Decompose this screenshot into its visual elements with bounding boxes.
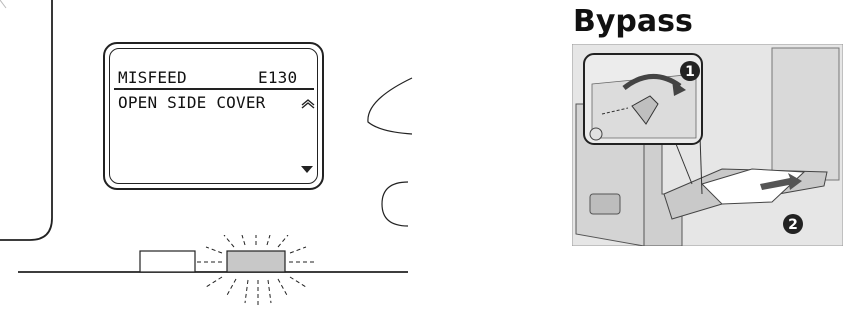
lcd-error-code: E130 (258, 68, 298, 87)
bypass-title: Bypass (573, 4, 693, 39)
lcd-instruction-text: OPEN SIDE COVER (118, 93, 266, 112)
triangle-down-icon[interactable] (300, 165, 314, 174)
lcd-display-bezel (103, 42, 324, 190)
unlit-indicator-button (139, 250, 196, 273)
indicator-glow-rays (205, 235, 316, 305)
insert-arrow (760, 173, 802, 190)
lever (631, 95, 659, 125)
lcd-divider (114, 88, 314, 90)
lit-indicator-button (226, 250, 286, 273)
step-1-badge (680, 61, 700, 81)
step-2-number: 2 (788, 217, 798, 233)
bypass-tray-illustration: 1 2 (572, 44, 843, 246)
step-1-number: 1 (685, 64, 695, 80)
device-panel-frame (0, 0, 53, 241)
double-chevron-up-icon (301, 99, 315, 109)
indicator-strip (18, 235, 408, 305)
round-button-edge (381, 181, 409, 227)
side-arc-shapes (367, 77, 413, 227)
lcd-misfeed-label: MISFEED (118, 68, 187, 87)
dial-edge-arc (367, 77, 413, 135)
paper-sheet (701, 168, 806, 205)
machine-drawer (589, 193, 621, 215)
lcd-display-screen (109, 48, 318, 184)
step-2-badge (783, 214, 803, 234)
